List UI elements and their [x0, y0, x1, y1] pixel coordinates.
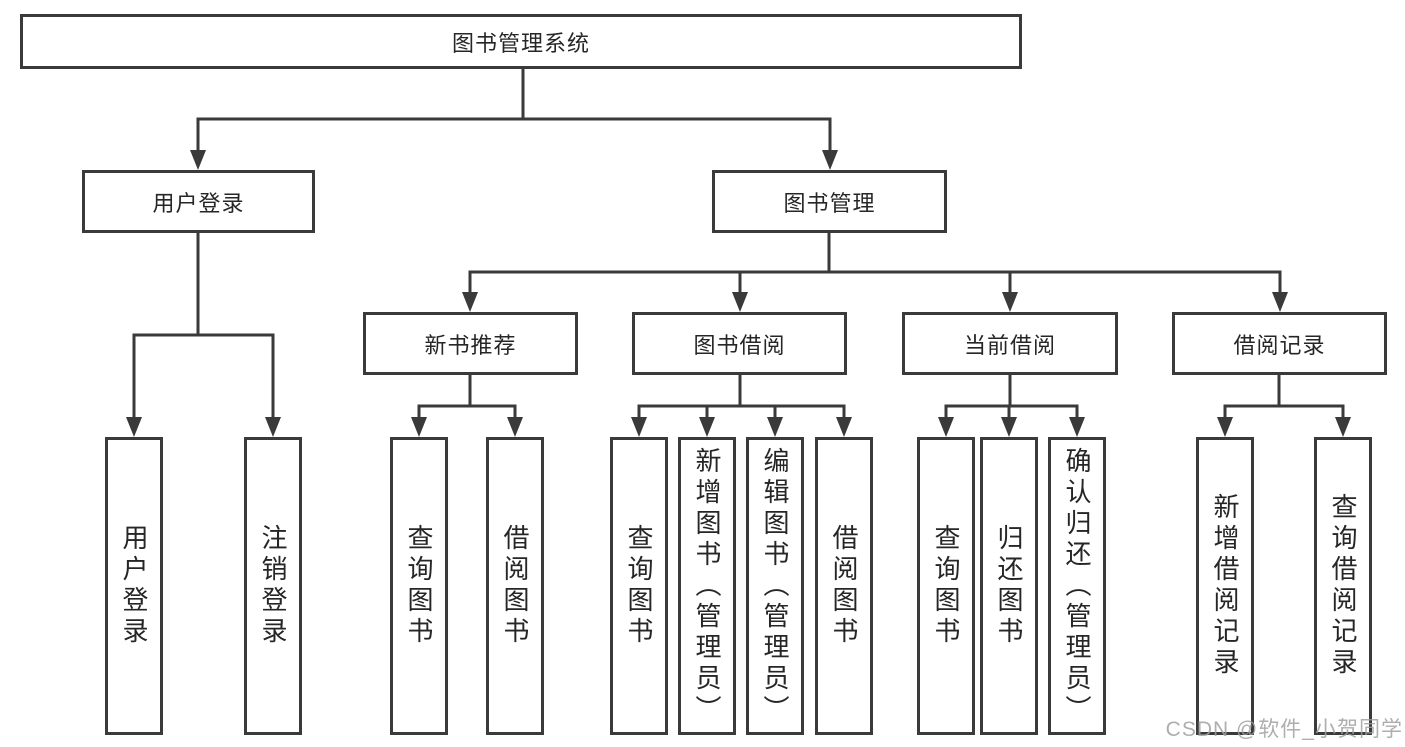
node-user-login-label: 用户登录 [152, 190, 245, 216]
node-current-borrowing: 当前借阅 [902, 312, 1118, 375]
node-borrowing-records-label: 借阅记录 [1233, 332, 1326, 358]
leaf-borrowing-edit-book-admin-label: 编辑图书（管理员） [760, 446, 790, 726]
leaf-newrec-borrow-book: 借阅图书 [486, 437, 544, 735]
leaf-records-query-record: 查询借阅记录 [1314, 437, 1372, 735]
node-root-label: 图书管理系统 [451, 30, 590, 56]
leaf-records-add-record-label: 新增借阅记录 [1210, 493, 1240, 679]
leaf-current-confirm-return-admin-label: 确认归还（管理员） [1062, 446, 1092, 726]
leaf-current-return-book-label: 归还图书 [994, 524, 1024, 648]
leaf-current-query-book-label: 查询图书 [931, 524, 961, 648]
node-book-borrowing-label: 图书借阅 [693, 332, 786, 358]
node-borrowing-records: 借阅记录 [1172, 312, 1387, 375]
node-book-management: 图书管理 [712, 170, 947, 233]
leaf-borrowing-borrow-book: 借阅图书 [815, 437, 873, 735]
csdn-watermark: CSDN @软件_小贺同学 [1165, 718, 1403, 741]
node-user-login: 用户登录 [82, 170, 315, 233]
leaf-borrowing-add-book-admin: 新增图书（管理员） [678, 437, 736, 735]
leaf-borrowing-add-book-admin-label: 新增图书（管理员） [692, 446, 722, 726]
leaf-borrowing-edit-book-admin: 编辑图书（管理员） [746, 437, 804, 735]
leaf-newrec-borrow-book-label: 借阅图书 [500, 524, 530, 648]
node-new-book-recommend-label: 新书推荐 [424, 332, 517, 358]
node-current-borrowing-label: 当前借阅 [963, 332, 1056, 358]
node-book-management-label: 图书管理 [783, 190, 876, 216]
leaf-records-add-record: 新增借阅记录 [1196, 437, 1254, 735]
leaf-borrowing-query-book-label: 查询图书 [624, 524, 654, 648]
node-new-book-recommend: 新书推荐 [363, 312, 578, 375]
leaf-user-login-label: 用户登录 [119, 524, 149, 648]
node-book-borrowing: 图书借阅 [632, 312, 847, 375]
leaf-borrowing-borrow-book-label: 借阅图书 [829, 524, 859, 648]
leaf-current-confirm-return-admin: 确认归还（管理员） [1048, 437, 1106, 735]
leaf-logout: 注销登录 [244, 437, 302, 735]
leaf-logout-label: 注销登录 [258, 524, 288, 648]
leaf-current-return-book: 归还图书 [980, 437, 1038, 735]
leaf-user-login: 用户登录 [105, 437, 163, 735]
node-root-library-system: 图书管理系统 [20, 14, 1022, 69]
leaf-records-query-record-label: 查询借阅记录 [1328, 493, 1358, 679]
leaf-newrec-query-book: 查询图书 [390, 437, 448, 735]
leaf-newrec-query-book-label: 查询图书 [404, 524, 434, 648]
leaf-current-query-book: 查询图书 [917, 437, 975, 735]
leaf-borrowing-query-book: 查询图书 [610, 437, 668, 735]
